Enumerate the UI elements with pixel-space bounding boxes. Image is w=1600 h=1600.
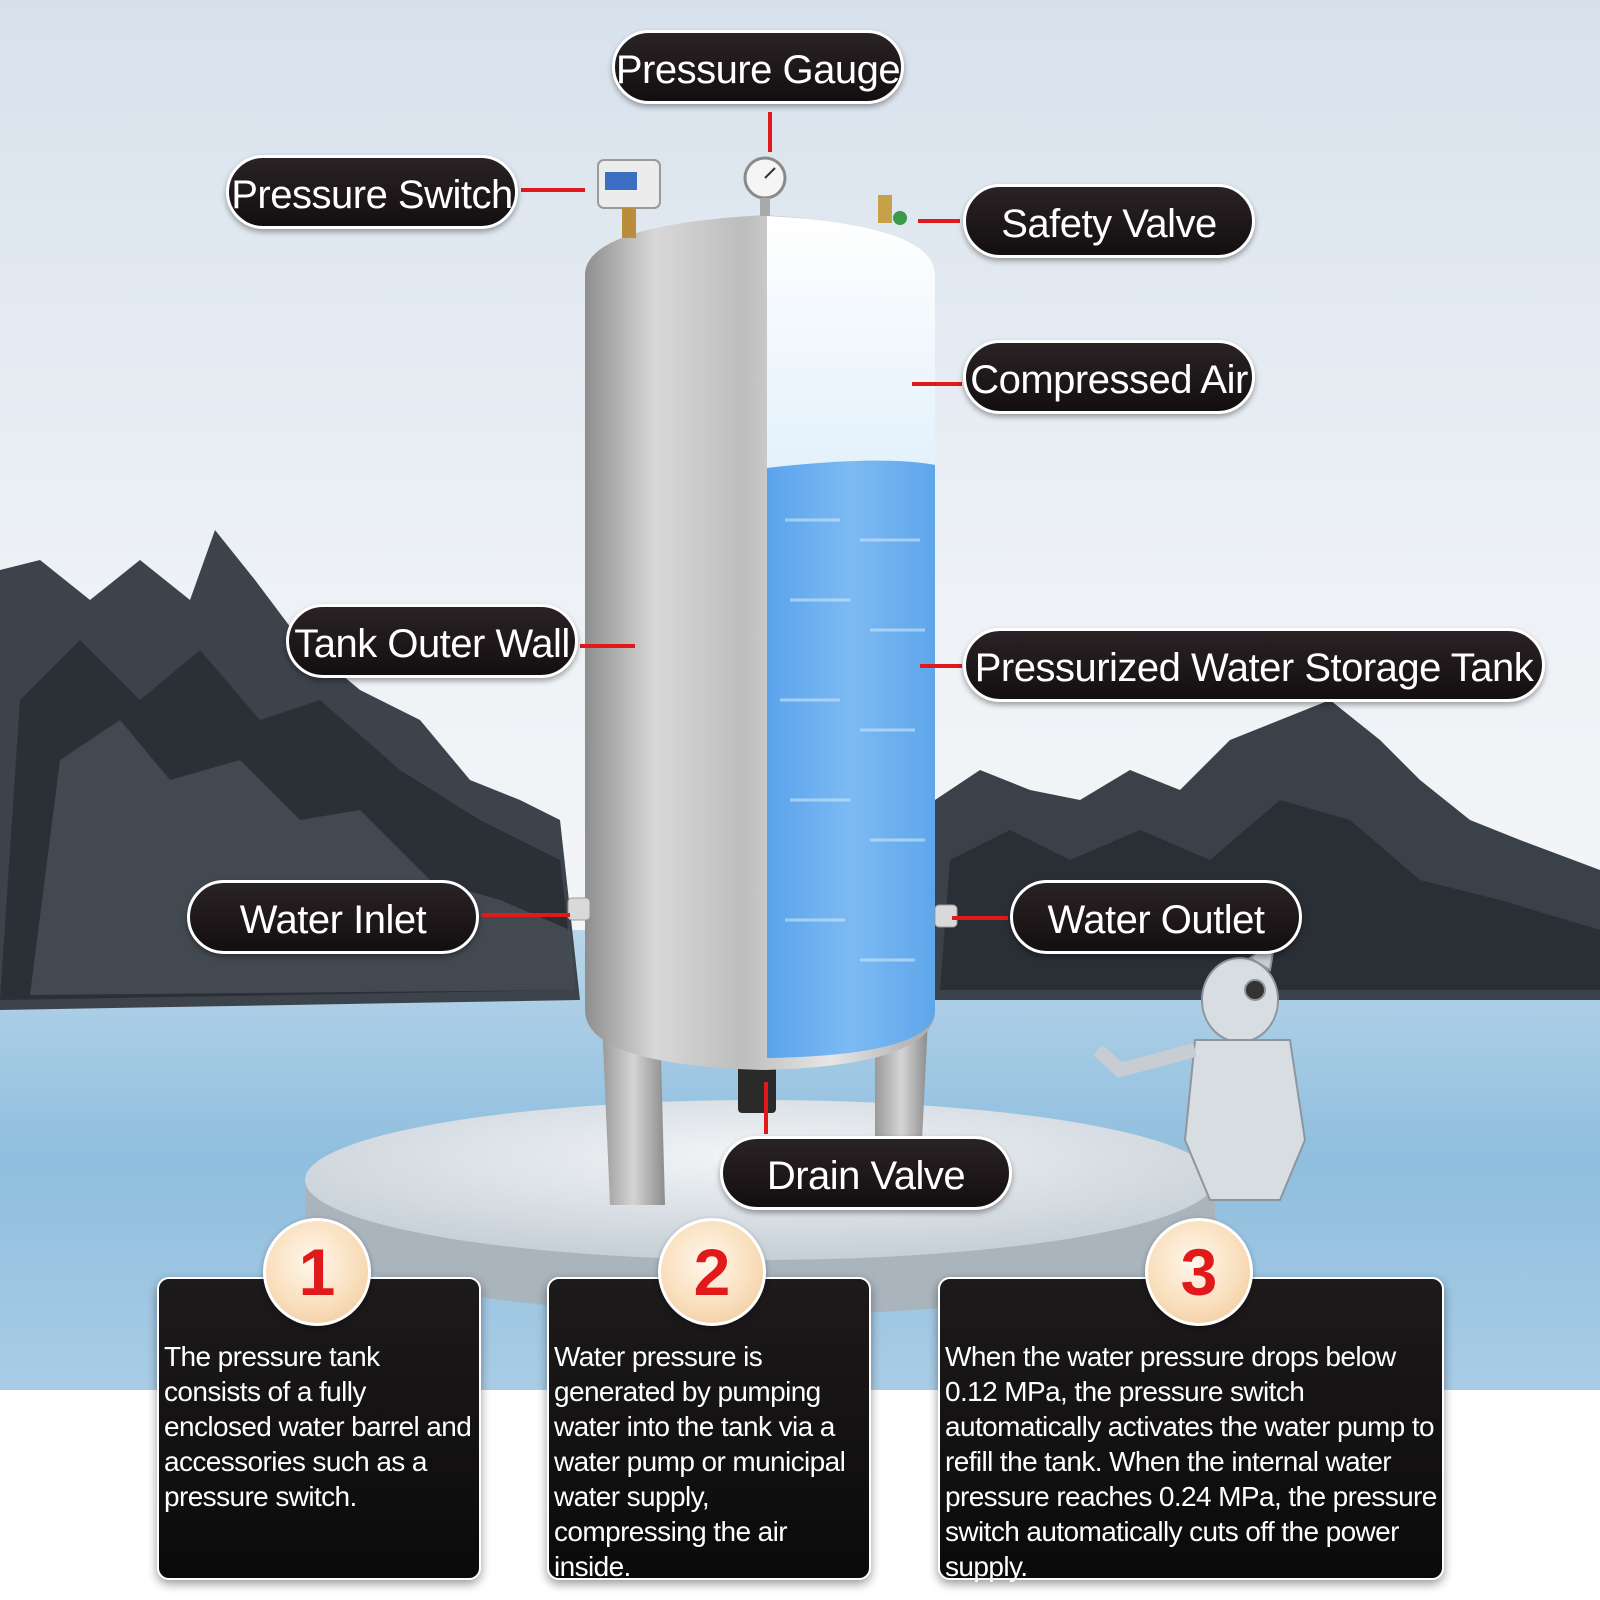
label-safety-valve: Safety Valve: [963, 184, 1255, 258]
step-badge-3: 3: [1145, 1218, 1253, 1326]
label-drain-valve: Drain Valve: [720, 1136, 1012, 1210]
inlet-pipe: [567, 897, 591, 921]
label-water-outlet: Water Outlet: [1010, 880, 1302, 954]
step-text-3: When the water pressure drops below 0.12…: [945, 1341, 1437, 1582]
label-compressed-air: Compressed Air: [963, 340, 1255, 414]
step-badge-2: 2: [658, 1218, 766, 1326]
cutaway-water: [767, 460, 935, 1058]
step-text-2: Water pressure is generated by pumping w…: [554, 1341, 846, 1582]
pressure-switch-device: [597, 159, 661, 238]
pressure-gauge-device: [743, 156, 787, 216]
robot-figure: [1093, 937, 1307, 1201]
label-tank-outer-wall: Tank Outer Wall: [286, 604, 578, 678]
step-text-1: The pressure tank consists of a fully en…: [164, 1341, 472, 1512]
leader-lines: [481, 112, 1008, 1134]
step-card-2: Water pressure is generated by pumping w…: [547, 1277, 871, 1582]
water-ripples: [780, 518, 925, 962]
step-card-3: When the water pressure drops below 0.12…: [938, 1277, 1444, 1582]
label-pressure-gauge: Pressure Gauge: [612, 30, 904, 104]
label-pressurized-water-storage-tank: Pressurized Water Storage Tank: [963, 628, 1545, 702]
label-water-inlet: Water Inlet: [187, 880, 479, 954]
label-pressure-switch: Pressure Switch: [226, 155, 518, 229]
tank-leg-left: [602, 1020, 665, 1205]
safety-valve-device: [878, 195, 907, 225]
step-card-1: The pressure tank consists of a fully en…: [157, 1277, 481, 1580]
cutaway-air: [767, 216, 935, 468]
step-badge-1: 1: [263, 1218, 371, 1326]
